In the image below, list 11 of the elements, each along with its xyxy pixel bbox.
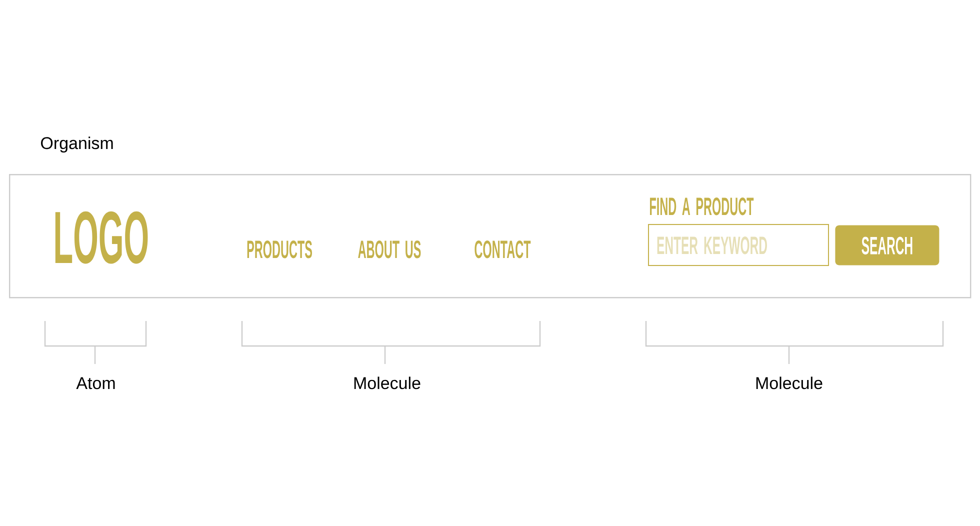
bracket-label: Molecule xyxy=(756,376,822,390)
section-heading: Organism xyxy=(41,136,113,153)
search-input: ENTER KEYWORD xyxy=(648,224,829,266)
bracket-label: Molecule xyxy=(354,376,420,390)
nav-link: CONTACT xyxy=(474,240,531,258)
placeholder-text: LOGO xyxy=(55,211,148,264)
bracket-label: Atom xyxy=(76,377,115,390)
nav-link: ABOUT US xyxy=(358,240,421,258)
search-button: SEARCH xyxy=(835,225,940,266)
field-label: FIND A PRODUCT xyxy=(650,198,754,216)
nav-link: PRODUCTS xyxy=(247,240,312,258)
